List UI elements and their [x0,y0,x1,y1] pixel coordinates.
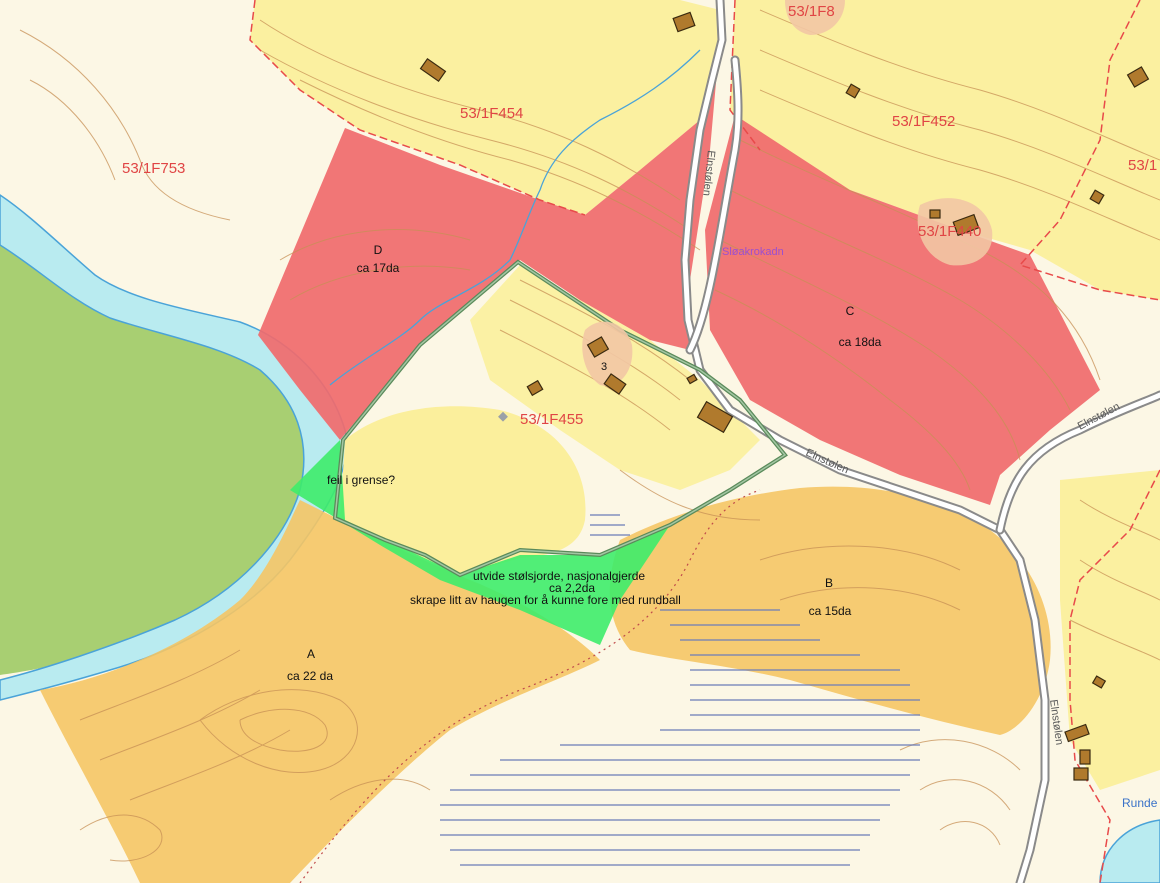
parcel-label-1f454: 53/1F454 [460,105,523,122]
parcel-label-1f440: 53/1F440 [918,223,981,240]
building [952,213,980,237]
farmland-right [1060,470,1160,790]
building [586,336,610,358]
building [1091,675,1107,689]
area-d-name: D [374,243,383,257]
road-label-elnstolen-3: Elnstølen [700,150,717,197]
wetland-hatching [440,514,920,866]
farmland-center [340,406,586,575]
river [0,194,348,701]
parcel-label-1f455: 53/1F455 [520,411,583,428]
area-d-zone [258,60,718,440]
building [1126,66,1150,88]
farmland-top-454 [250,0,720,215]
plan-note-line2: ca 2,2da [549,581,595,595]
survey-marker [498,411,508,422]
place-label-runde: Runde [1122,796,1158,810]
building [1073,767,1089,781]
building [696,400,734,434]
property-boundaries [249,0,1160,883]
area-b-zone [609,486,1051,735]
area-labels: D ca 17da C ca 18da A ca 22 da B ca 15da [287,243,882,683]
road-elnstolen [680,0,1160,883]
area-a-name: A [307,647,315,661]
area-b-size: ca 15da [809,604,852,618]
parcel-labels: 53/1F454 53/1F753 53/1F452 53/1F455 53/1… [122,3,1157,428]
area-c-zone [705,115,1100,505]
area-a-size: ca 22 da [287,669,333,683]
building [1089,189,1105,205]
planned-expansion-zone [290,440,670,645]
parcel-label-1f753: 53/1F753 [122,160,185,177]
stream [329,49,701,386]
parcel-label-1f452: 53/1F452 [892,113,955,130]
annotations: feil i grense? utvide stølsjorde, nasjon… [327,473,681,607]
building [1079,749,1091,765]
farmyard-top [785,0,845,35]
area-c-size: ca 18da [839,335,882,349]
building-number: 3 [601,361,607,373]
buildings [419,11,1150,781]
building [845,83,861,99]
plan-note-line3: skrape litt av haugen for å kunne fore m… [410,593,681,607]
building [603,373,627,395]
area-b-name: B [825,576,833,590]
building [672,11,696,33]
plan-note-line1: utvide stølsjorde, nasjonalgjerde [473,569,645,583]
place-label-sloakrokadn: Sløakrokadn [722,246,784,258]
contour-lines [19,9,1160,862]
area-a-zone [40,500,600,883]
area-c-name: C [846,304,855,318]
parcel-boundary-1f455-inner [334,261,787,576]
building [1064,723,1090,743]
building [419,57,447,83]
parcel-label-top: 53/1F8 [788,3,835,20]
building [686,373,698,385]
farmyard-1f455 [582,321,633,386]
building [929,209,941,219]
area-d-size: ca 17da [357,261,400,275]
building [526,379,544,397]
parcel-label-right: 53/1 [1128,157,1157,174]
border-note: feil i grense? [327,473,395,487]
dotted-boundary [299,489,761,883]
farmland-top-452 [730,0,1160,300]
